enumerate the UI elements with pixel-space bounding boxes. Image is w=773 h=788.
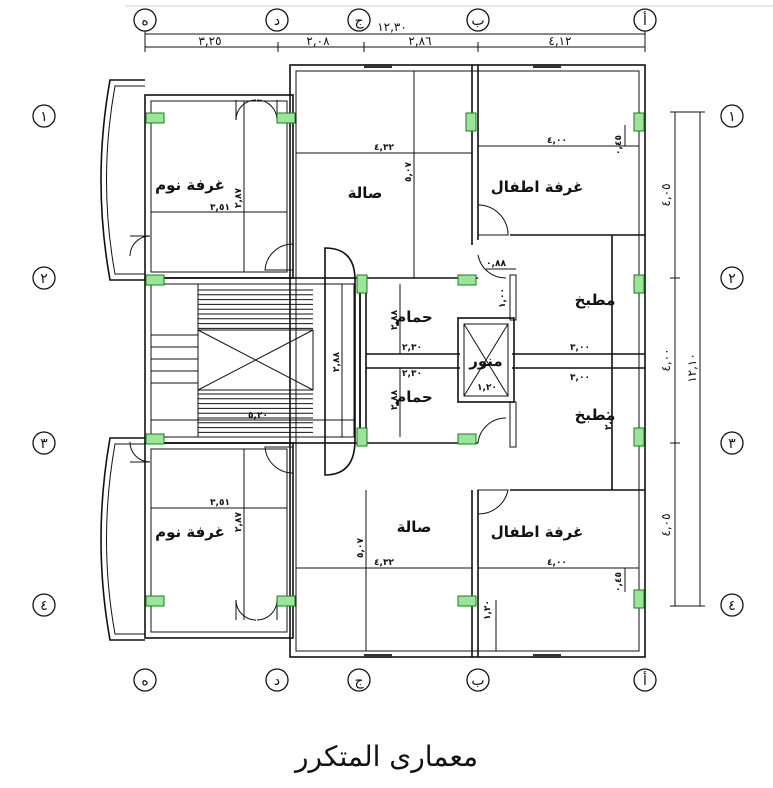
dim-kitchen-w-top: ٣,٠٠: [570, 343, 590, 353]
grid-col-label: ه: [141, 13, 148, 29]
grid-col-label: د: [274, 673, 280, 689]
room-kids-bottom: غرفة اطفال: [491, 523, 583, 541]
grid-columns-bottom: ه د ج ب أ: [133, 668, 657, 692]
dim-bed-h-bottom: ٢,٨٧: [234, 512, 244, 532]
dim-seg-3: ٢,٨٦: [408, 34, 431, 48]
internal-dimensions: [151, 71, 639, 651]
grid-col-label: ج: [354, 673, 364, 689]
grid-row-label: ٣: [40, 436, 48, 452]
right-dimensions: ٤,٠٥ ٤,٠٠ ٤,٠٥ ١٢,١٠: [659, 111, 705, 607]
grid-col-label: د: [274, 13, 280, 29]
dim-right-a: ٤,٠٥: [659, 183, 673, 206]
dim-hall-h-bottom: ٥,٠٧: [356, 538, 366, 558]
grid-col-label: ب: [471, 673, 484, 689]
dim-hall-h-top: ٥,٠٧: [404, 162, 414, 182]
dim-kitchen-h-bottom: ٢,٠٠: [604, 410, 614, 430]
dim-seg-4: ٤,١٢: [548, 34, 571, 48]
dim-bed-w-top: ٣,٥١: [210, 203, 230, 213]
columns: [145, 112, 645, 609]
dim-kids-h-bottom: ٠,٤٥: [614, 572, 624, 592]
dim-stair-w: ٥,٢٠: [248, 411, 268, 421]
grid-col-label: أ: [643, 11, 647, 29]
dim-bed-w-bottom: ٣,٥١: [210, 498, 230, 508]
dim-hall-w-top: ٤,٣٢: [374, 143, 394, 153]
dim-right-c: ٤,٠٥: [659, 513, 673, 536]
dim-kids-w-bottom: ٤,٠٠: [547, 558, 567, 568]
room-kitchen-top: مطبخ: [575, 291, 616, 309]
grid-rows-left: ١ ٢ ٣ ٤: [32, 104, 56, 617]
staircase: [151, 283, 320, 437]
room-hall-bottom: صالة: [397, 518, 432, 536]
room-bath-top: حمام: [395, 308, 433, 326]
grid-row-label: ٢: [728, 271, 736, 287]
grid-col-label: ب: [471, 13, 484, 29]
dim-right-total: ١٢,١٠: [685, 353, 699, 383]
top-dimensions: ١٢,٣٠ ٣,٢٥ ٢,٠٨ ٢,٨٦ ٤,١٢: [144, 20, 646, 52]
grid-row-label: ٤: [40, 598, 48, 614]
grid-row-label: ٢: [40, 271, 48, 287]
grid-row-label: ١: [728, 109, 736, 125]
dim-bath-h-top: ٢,٨٨: [390, 310, 400, 330]
room-bedroom-bottom: غرفة نوم: [155, 523, 225, 541]
dim-total-top: ١٢,٣٠: [377, 20, 407, 34]
dim-right-b: ٤,٠٠: [659, 348, 673, 371]
grid-row-label: ٣: [728, 436, 736, 452]
dim-hall-w-bottom: ٤,٣٢: [374, 558, 394, 568]
dim-shaft-h: ١,٠٠: [498, 288, 508, 308]
grid-col-label: ه: [141, 673, 148, 689]
dim-seg-1: ٣,٢٥: [198, 34, 221, 48]
dim-seg-2: ٢,٠٨: [306, 34, 330, 48]
grid-columns-top: ه د ج ب أ: [133, 8, 657, 32]
room-hall-top: صالة: [348, 184, 383, 202]
dim-bed-h-top: ٢,٨٧: [234, 188, 244, 208]
grid-row-label: ١: [40, 109, 48, 125]
room-labels: غرفة نوم صالة غرفة اطفال مطبخ حمام منور …: [155, 176, 615, 541]
grid-col-label: أ: [643, 671, 647, 689]
room-bath-bottom: حمام: [395, 388, 433, 406]
dim-shaft-small: ١,٢٠: [477, 383, 497, 393]
dim-bath-h-bottom: ٢,٨٨: [390, 390, 400, 410]
dimension-texts: ٣,٥١ ٢,٨٧ ٤,٣٢ ٥,٠٧ ٤,٠٠ ٠,٤٥ ٠,٨٨ ١,٠٠ …: [210, 135, 624, 620]
dim-corner-small: ١,٢٠: [483, 600, 493, 620]
dim-shaft-w: ٠,٨٨: [486, 259, 506, 269]
dim-kids-w-top: ٤,٠٠: [547, 136, 567, 146]
drawing-title: معمارى المتكرر: [295, 740, 478, 773]
floor-plan: ١٢,٣٠ ٣,٢٥ ٢,٠٨ ٢,٨٦ ٤,١٢ ه د ج ب أ ه د …: [32, 5, 773, 692]
room-shaft: منور: [468, 352, 502, 370]
room-bedroom-top: غرفة نوم: [155, 176, 225, 194]
dim-stair-h: ٢,٨٨: [332, 352, 342, 372]
dim-kitchen-w-bottom: ٣,٠٠: [570, 373, 590, 383]
grid-row-label: ٤: [728, 598, 736, 614]
dim-bath-w-bottom: ٢,٣٠: [402, 369, 422, 379]
dim-bath-w-top: ٢,٣٠: [402, 343, 422, 353]
room-kids-top: غرفة اطفال: [491, 178, 583, 196]
grid-rows-right: ١ ٢ ٣ ٤: [720, 104, 744, 617]
dim-kids-h-top: ٠,٤٥: [614, 135, 624, 155]
windows: [364, 64, 561, 658]
grid-col-label: ج: [354, 13, 364, 29]
room-kitchen-bottom: مطبخ: [575, 406, 616, 424]
